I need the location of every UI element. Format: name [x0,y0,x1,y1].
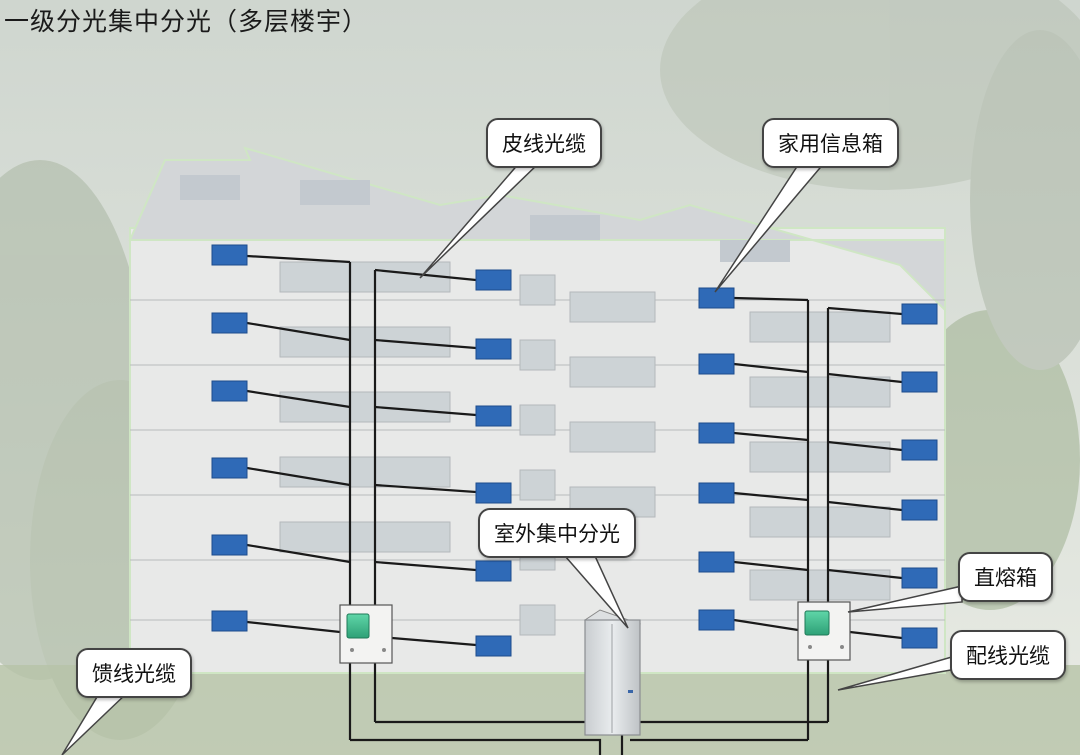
home-info-box [476,406,511,426]
home-info-box [212,313,247,333]
label-drop-cable: 皮线光缆 [486,118,602,168]
home-info-box [476,270,511,290]
page-title: 一级分光集中分光（多层楼宇） [4,2,368,38]
label-home-info-box: 家用信息箱 [762,118,899,168]
home-info-box [902,568,937,588]
home-info-box [699,610,734,630]
splice-box-right [798,602,850,660]
home-info-box [212,245,247,265]
home-info-box [902,628,937,648]
home-info-box [212,611,247,631]
home-info-box [212,381,247,401]
home-info-box [476,339,511,359]
home-info-box [212,535,247,555]
home-info-box [699,354,734,374]
label-feeder-cable: 馈线光缆 [76,648,192,698]
home-info-box [902,440,937,460]
label-distribution-cable: 配线光缆 [950,630,1066,680]
home-info-box [902,304,937,324]
home-info-box [699,483,734,503]
home-info-box [699,423,734,443]
label-outdoor-splitter: 室外集中分光 [478,508,636,558]
splice-box-left [340,605,392,663]
label-splice-box: 直熔箱 [958,552,1053,602]
home-info-box [212,458,247,478]
home-info-box [476,483,511,503]
home-info-box [902,500,937,520]
home-info-box [902,372,937,392]
outdoor-splitter-cabinet [585,610,640,735]
home-info-box [476,561,511,581]
home-info-box [699,552,734,572]
home-info-box [476,636,511,656]
